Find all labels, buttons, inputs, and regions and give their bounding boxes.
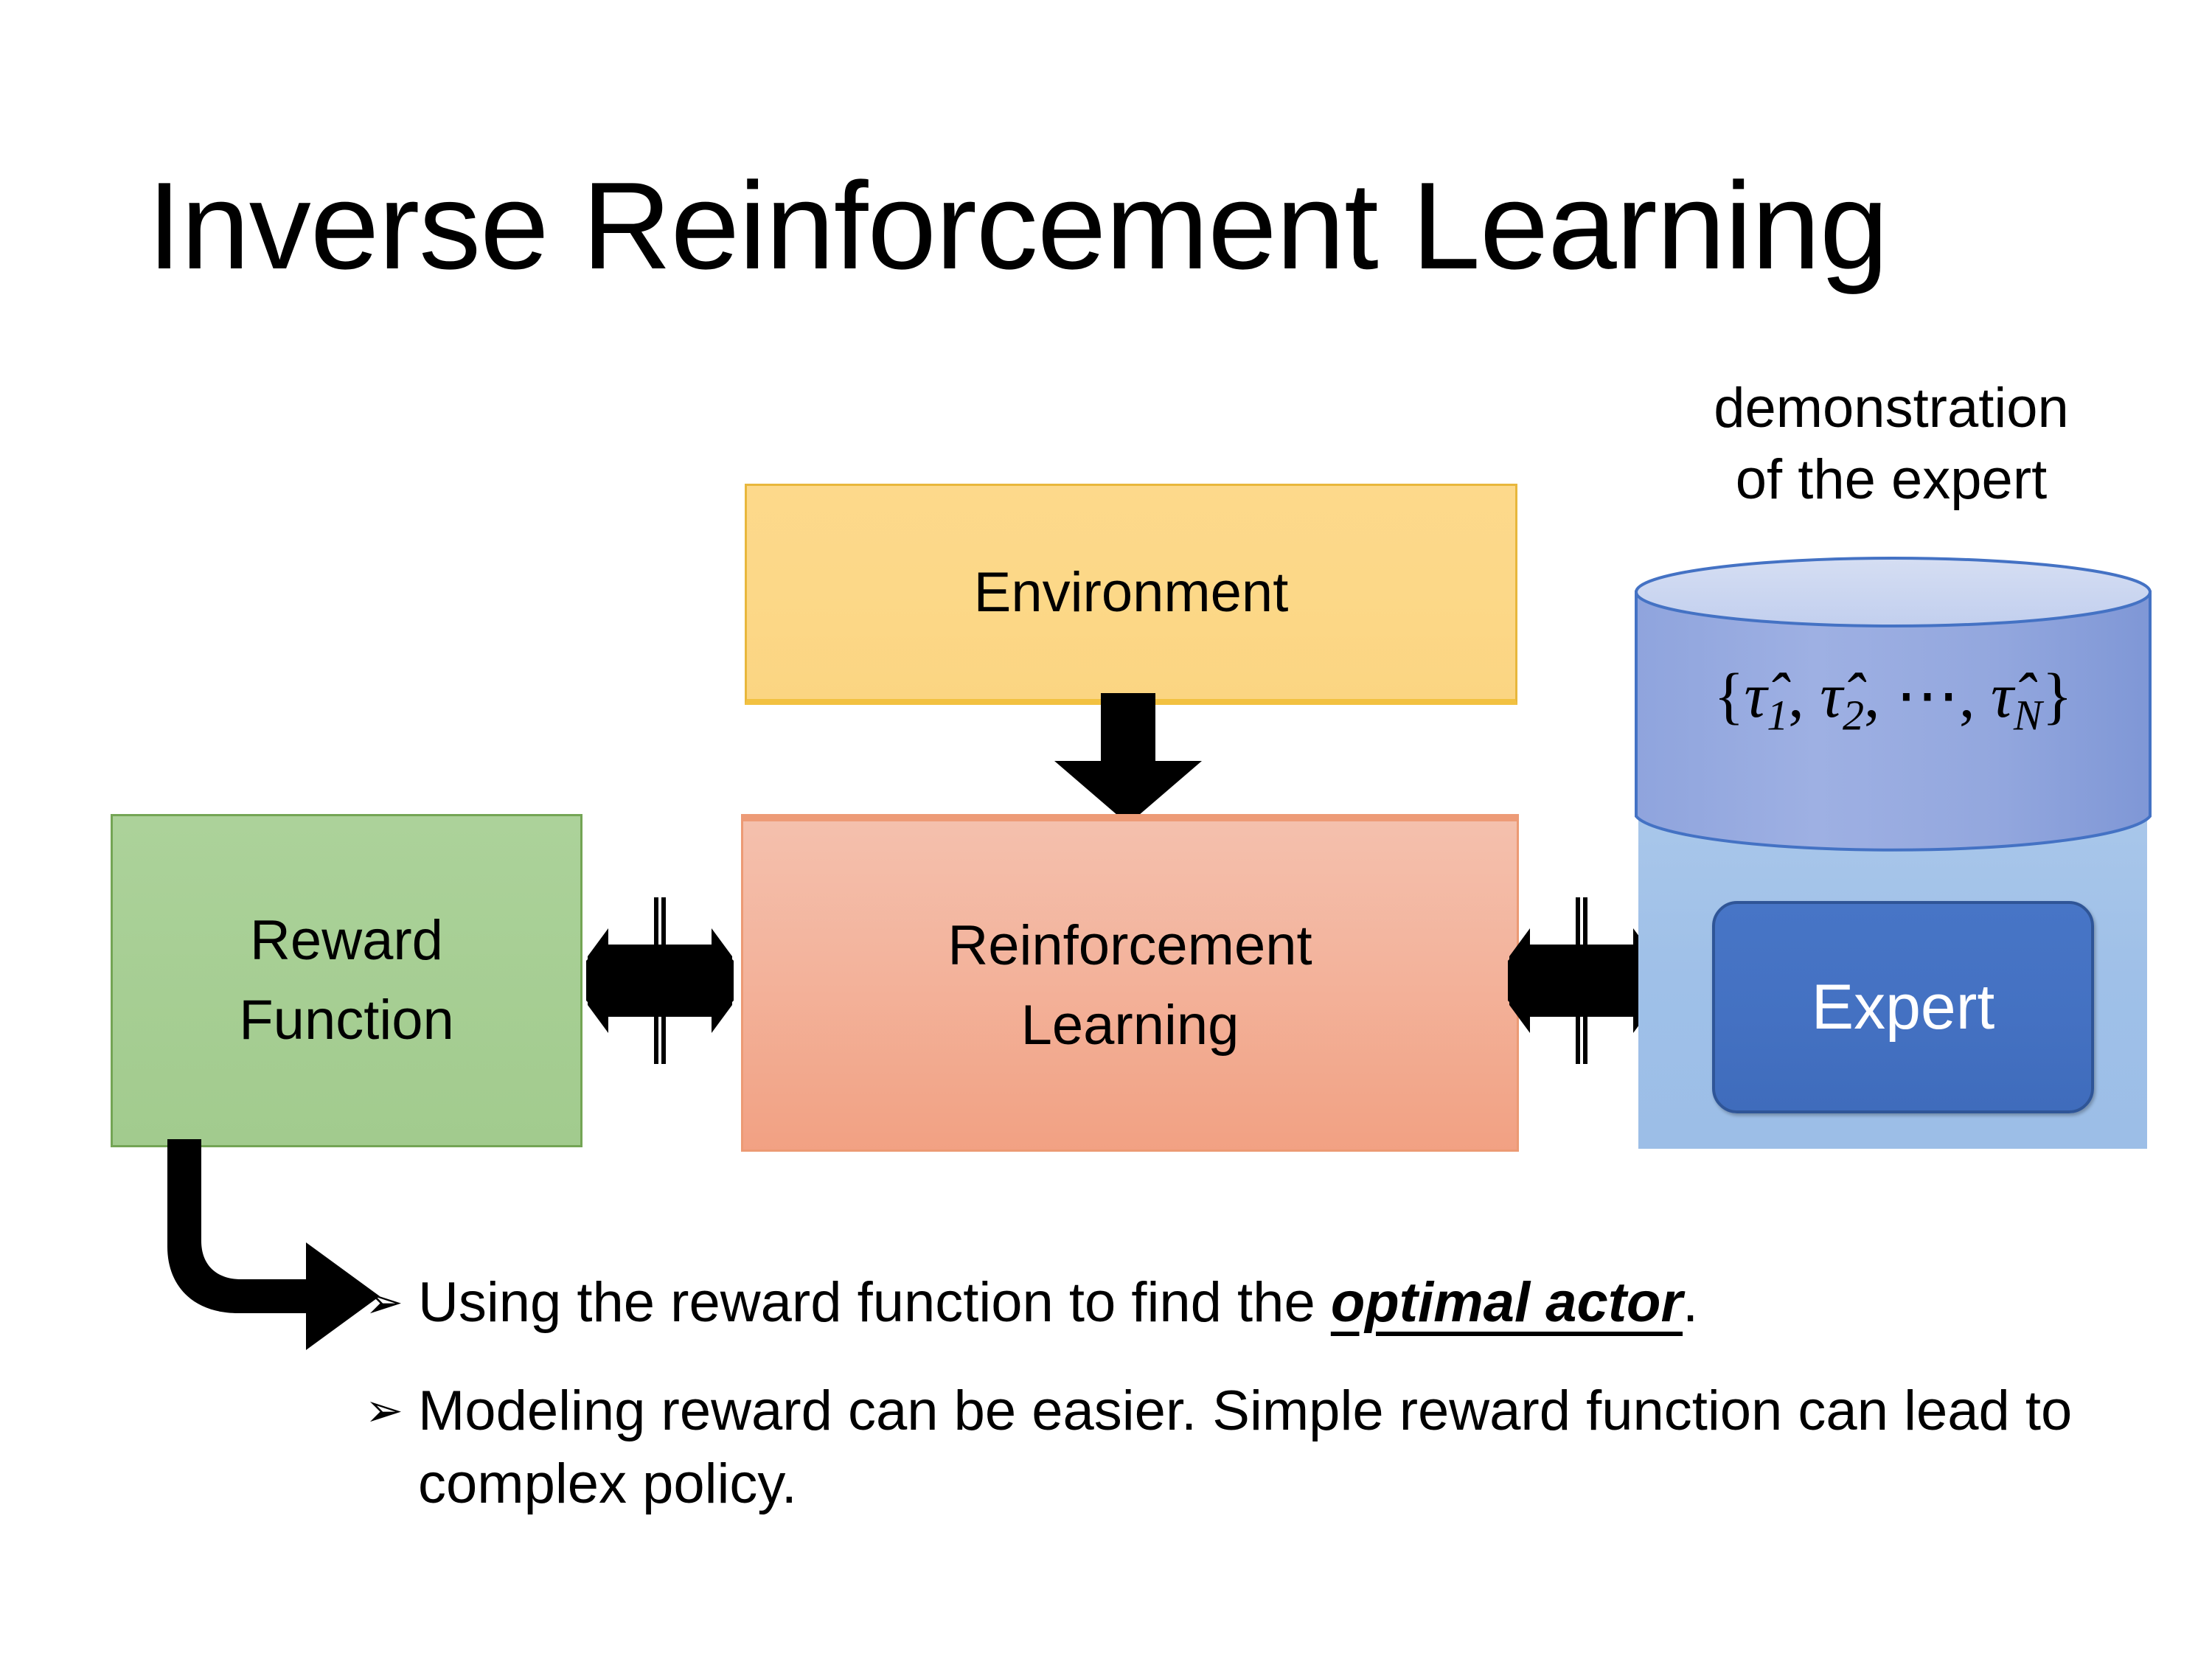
demonstration-caption: demonstration of the expert (1633, 372, 2149, 516)
bullet-arrow-icon: ➢ (365, 1275, 403, 1329)
formula-close-brace: } (2042, 660, 2073, 731)
reward-function-label-line1: Reward (250, 909, 443, 973)
expert-label: Expert (1811, 972, 1995, 1043)
reward-function-label-line2: Function (239, 989, 454, 1051)
bullet-1-emphasis: optimal actor (1330, 1271, 1683, 1334)
expert-box[interactable]: Expert (1712, 901, 2094, 1113)
formula-tau-1: τ̂ (1744, 660, 1767, 731)
reinforcement-learning-box[interactable]: Reinforcement Learning (741, 814, 1519, 1152)
list-item: ➢ Modeling reward can be easier. Simple … (365, 1375, 2098, 1521)
formula-tau-2: τ̂ (1820, 660, 1843, 731)
formula-sep-1: , (1788, 660, 1820, 731)
bidirectional-quad-arrow-left-icon (586, 896, 734, 1065)
bullet-arrow-icon: ➢ (365, 1382, 403, 1437)
formula-tau-n: τ̂ (1991, 660, 2014, 731)
reward-function-box[interactable]: Reward Function (111, 814, 582, 1147)
reinforcement-learning-label-line1: Reinforcement (947, 914, 1312, 977)
bullet-text-1: Using the reward function to find the op… (418, 1267, 2098, 1340)
reinforcement-learning-label: Reinforcement Learning (947, 906, 1312, 1065)
bullet-1-prefix: Using the reward function to find the (418, 1271, 1331, 1334)
bidirectional-quad-arrow-right-icon (1508, 896, 1655, 1065)
bent-arrow-icon (159, 1139, 409, 1382)
down-arrow-icon (1051, 693, 1206, 826)
demonstration-caption-line1: demonstration (1714, 377, 2069, 439)
trajectory-set-formula: {τ̂1, τ̂2, ⋯, τ̂N} (1633, 664, 2153, 737)
formula-sub-1: 1 (1767, 691, 1789, 740)
bullet-1-suffix: . (1683, 1271, 1699, 1334)
environment-label: Environment (973, 560, 1289, 624)
list-item: ➢ Using the reward function to find the … (365, 1267, 2098, 1340)
demonstration-cylinder-icon (1633, 557, 2153, 852)
formula-open-brace: { (1714, 660, 1745, 731)
bullet-list: ➢ Using the reward function to find the … (365, 1267, 2098, 1520)
formula-sep-2: , ⋯, (1864, 660, 1992, 731)
demonstration-caption-line2: of the expert (1735, 448, 2048, 512)
formula-sub-2: 2 (1843, 691, 1865, 740)
environment-box[interactable]: Environment (745, 484, 1517, 705)
formula-sub-n: N (2013, 691, 2042, 740)
page-title: Inverse Reinforcement Learning (147, 156, 1889, 295)
reward-function-label: Reward Function (239, 901, 454, 1060)
bullet-2-prefix: Modeling reward can be easier. Simple re… (418, 1379, 2073, 1515)
bullet-text-2: Modeling reward can be easier. Simple re… (418, 1375, 2098, 1521)
reinforcement-learning-label-line2: Learning (1020, 993, 1239, 1057)
